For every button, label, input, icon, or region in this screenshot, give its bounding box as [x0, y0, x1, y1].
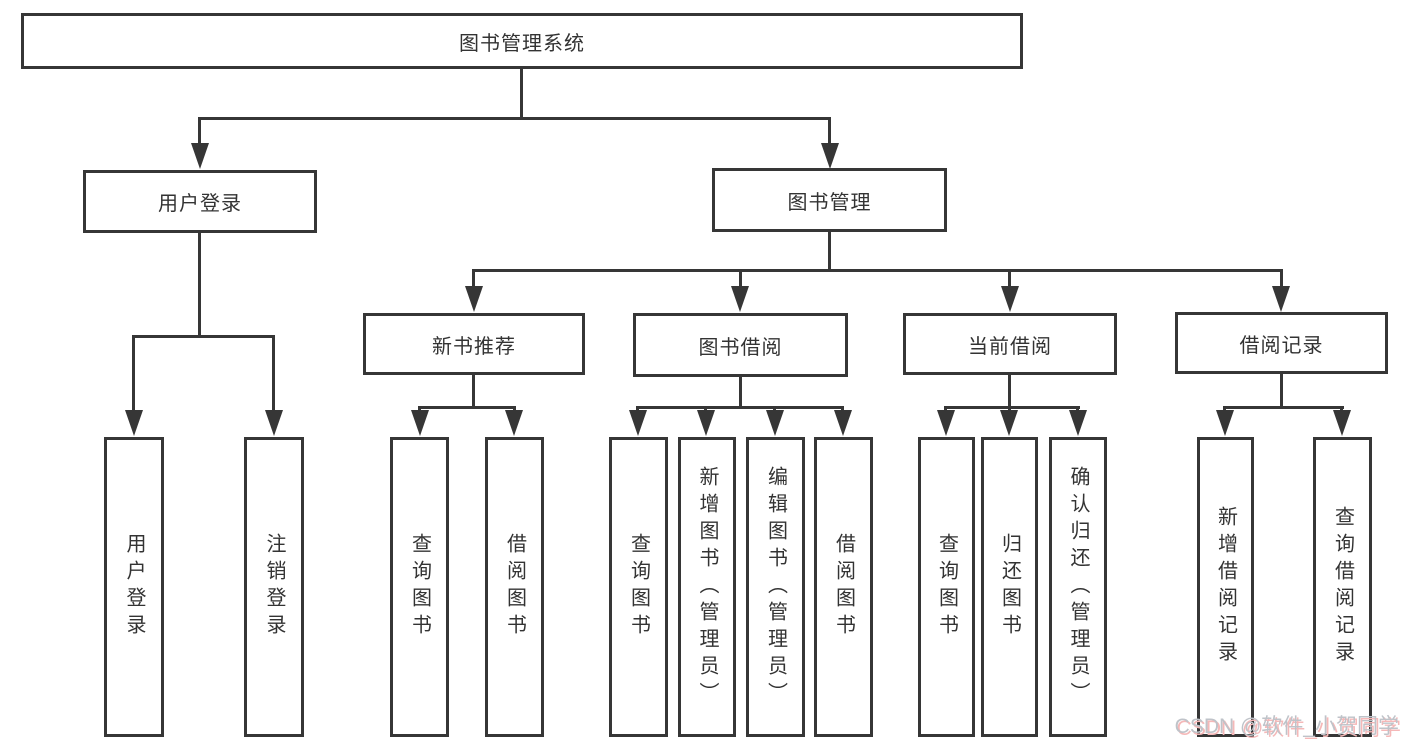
- connector-groupE-splitter: [1224, 406, 1344, 409]
- node-user-login: 用户登录: [83, 170, 317, 233]
- leaf-current-return: 归还图书: [981, 437, 1038, 737]
- connector-stem-b2: [513, 406, 516, 412]
- leaf-borrow-query: 查询图书: [609, 437, 668, 737]
- connector-stem-new-book: [472, 270, 475, 289]
- connector-stem-a2: [272, 336, 275, 412]
- leaf-current-confirm-admin-label: 确认归还（管理员）: [1067, 465, 1089, 709]
- connector-stem-d2: [1008, 406, 1011, 412]
- leaf-current-query: 查询图书: [918, 437, 975, 737]
- arrow-down-icon: [1069, 410, 1087, 436]
- arrow-down-icon: [937, 410, 955, 436]
- connector-stem-c1: [636, 406, 639, 412]
- arrow-down-icon: [505, 410, 523, 436]
- node-book-mgmt: 图书管理: [712, 168, 947, 232]
- connector-new-book-stub: [472, 375, 475, 408]
- arrow-down-icon: [697, 410, 715, 436]
- leaf-current-return-label: 归还图书: [998, 533, 1021, 641]
- leaf-borrow-query-label: 查询图书: [627, 533, 650, 641]
- leaf-user-login-label: 用户登录: [123, 533, 145, 641]
- leaf-record-query-label: 查询借阅记录: [1331, 506, 1354, 668]
- leaf-record-add-label: 新增借阅记录: [1214, 506, 1237, 668]
- connector-stem-d1: [944, 406, 947, 412]
- connector-stem-book-borrow: [739, 270, 742, 289]
- arrow-down-icon: [731, 286, 749, 312]
- connector-groupA-splitter: [132, 335, 275, 338]
- leaf-current-confirm-admin: 确认归还（管理员）: [1049, 437, 1107, 737]
- connector-groupC-splitter: [636, 406, 844, 409]
- arrow-down-icon: [629, 410, 647, 436]
- leaf-borrow-borrow: 借阅图书: [814, 437, 873, 737]
- connector-groupB-splitter: [418, 406, 516, 409]
- connector-stem-a1: [132, 336, 135, 412]
- arrow-down-icon: [1216, 410, 1234, 436]
- node-new-book-label: 新书推荐: [432, 335, 516, 358]
- leaf-borrow-add-admin: 新增图书（管理员）: [678, 437, 736, 737]
- arrow-down-icon: [411, 410, 429, 436]
- node-root: 图书管理系统: [21, 13, 1023, 69]
- connector-current-borrow-stub: [1008, 375, 1011, 408]
- connector-stem-user-login: [198, 118, 201, 145]
- leaf-record-add: 新增借阅记录: [1197, 437, 1254, 737]
- connector-book-borrow-stub: [739, 377, 742, 408]
- arrow-down-icon: [821, 143, 839, 169]
- connector-borrow-record-stub: [1280, 374, 1283, 408]
- connector-level2-splitter: [198, 117, 831, 120]
- node-root-label: 图书管理系统: [459, 32, 585, 55]
- connector-stem-b1: [418, 406, 421, 412]
- arrow-down-icon: [465, 286, 483, 312]
- connector-stem-e2: [1340, 406, 1343, 412]
- node-book-borrow-label: 图书借阅: [698, 336, 783, 359]
- node-book-borrow: 图书借阅: [633, 313, 848, 377]
- connector-stem-borrow-record: [1280, 270, 1283, 289]
- arrow-down-icon: [1001, 286, 1019, 312]
- node-borrow-record-label: 借阅记录: [1239, 334, 1324, 357]
- arrow-down-icon: [766, 410, 784, 436]
- connector-level3-splitter: [472, 269, 1283, 272]
- leaf-record-query: 查询借阅记录: [1313, 437, 1372, 737]
- leaf-newbook-query: 查询图书: [390, 437, 449, 737]
- node-current-borrow-label: 当前借阅: [968, 335, 1052, 358]
- connector-stem-d3: [1076, 406, 1079, 412]
- leaf-newbook-query-label: 查询图书: [408, 533, 431, 641]
- leaf-newbook-borrow-label: 借阅图书: [503, 533, 526, 641]
- leaf-newbook-borrow: 借阅图书: [485, 437, 544, 737]
- leaf-logout-label: 注销登录: [263, 533, 285, 641]
- arrow-down-icon: [1333, 410, 1351, 436]
- arrow-down-icon: [1000, 410, 1018, 436]
- connector-user-login-stub: [198, 233, 201, 337]
- leaf-borrow-borrow-label: 借阅图书: [832, 533, 855, 641]
- connector-book-mgmt-stub: [828, 232, 831, 271]
- connector-stem-e1: [1223, 406, 1226, 412]
- node-new-book: 新书推荐: [363, 313, 585, 375]
- connector-groupD-splitter: [944, 406, 1080, 409]
- connector-stem-c2: [704, 406, 707, 412]
- leaf-borrow-edit-admin: 编辑图书（管理员）: [746, 437, 805, 737]
- leaf-borrow-edit-admin-label: 编辑图书（管理员）: [764, 465, 787, 709]
- connector-stem-current-borrow: [1008, 270, 1011, 289]
- arrow-down-icon: [125, 410, 143, 436]
- arrow-down-icon: [1272, 286, 1290, 312]
- arrow-down-icon: [191, 143, 209, 169]
- arrow-down-icon: [265, 410, 283, 436]
- node-book-mgmt-label: 图书管理: [787, 191, 872, 214]
- connector-stem-c4: [841, 406, 844, 412]
- node-current-borrow: 当前借阅: [903, 313, 1117, 375]
- leaf-logout: 注销登录: [244, 437, 304, 737]
- node-user-login-label: 用户登录: [158, 193, 242, 215]
- connector-root-stub: [520, 68, 523, 120]
- node-borrow-record: 借阅记录: [1175, 312, 1388, 374]
- leaf-user-login: 用户登录: [104, 437, 164, 737]
- arrow-down-icon: [834, 410, 852, 436]
- csdn-watermark: CSDN @软件_小贺同学: [1174, 715, 1399, 738]
- connector-stem-c3: [773, 406, 776, 412]
- leaf-borrow-add-admin-label: 新增图书（管理员）: [696, 465, 718, 709]
- leaf-current-query-label: 查询图书: [935, 533, 958, 641]
- connector-stem-book-mgmt: [828, 118, 831, 145]
